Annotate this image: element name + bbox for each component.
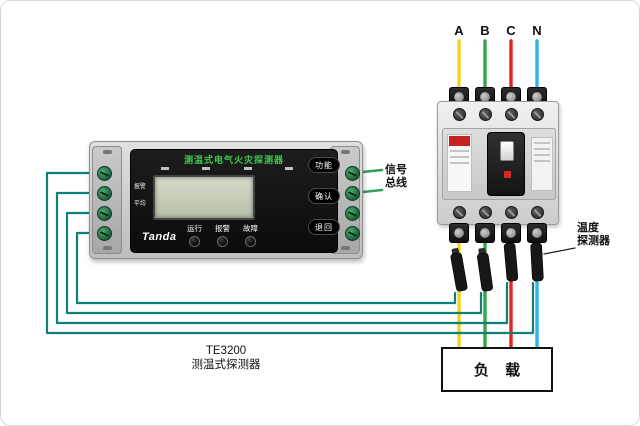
confirm-button: 确认 — [308, 188, 340, 204]
alarm-led — [217, 236, 228, 247]
breaker-face — [442, 128, 556, 200]
sensor-bus-wire-4 — [75, 231, 457, 305]
mounting-notch — [103, 150, 112, 154]
temp-detector-annotation: 温度 探测器 — [577, 222, 610, 248]
breaker-screw — [479, 206, 492, 219]
sensor-bus-wire-1 — [45, 171, 535, 335]
status-fault: 故障 — [243, 223, 258, 247]
breaker-body — [437, 101, 559, 225]
rating-plate-band — [449, 136, 470, 146]
mounting-notch — [341, 150, 350, 154]
temp-sensor-leader-line — [543, 247, 576, 255]
breaker-bottom-lug — [475, 223, 495, 243]
status-run-label: 运行 — [187, 224, 202, 233]
breaker-bottom-lug — [501, 223, 521, 243]
terminal-marks — [161, 167, 293, 170]
terminal-mark — [284, 167, 293, 170]
detector-title: 测温式电气火灾探测器 — [183, 155, 284, 165]
terminal-mark — [161, 167, 169, 170]
bus-terminal-1 — [345, 166, 360, 181]
temperature-sensor — [530, 237, 544, 282]
status-alarm-label: 报警 — [215, 224, 230, 233]
bus-terminal-2 — [345, 186, 360, 201]
temp-detector-line2: 探测器 — [577, 235, 610, 247]
breaker-screw — [531, 108, 544, 121]
lcd-side-label: 报警 — [134, 183, 146, 190]
sensor-terminal-4 — [97, 226, 112, 241]
temperature-sensor — [503, 237, 519, 282]
temp-detector-line1: 温度 — [577, 222, 599, 234]
phase-label-b: B — [480, 23, 490, 38]
spec-plate-text-line — [534, 148, 550, 150]
breaker-bottom-lug — [449, 223, 469, 243]
signal-bus-annotation: 信号 总线 — [385, 164, 407, 190]
status-run: 运行 — [187, 223, 202, 247]
back-button: 退回 — [308, 219, 340, 235]
phase-label-c: C — [506, 23, 516, 38]
load-box: 负 载 — [441, 347, 553, 392]
spec-plate-text-line — [534, 142, 550, 144]
phase-label-a: A — [454, 23, 464, 38]
terminal-mark — [243, 167, 252, 170]
bus-terminal-4 — [345, 226, 360, 241]
breaker-rating-plate — [447, 134, 472, 192]
spec-plate-text-line — [534, 154, 550, 156]
sensor-bus-wire-3 — [65, 211, 483, 315]
breaker-bottom-lug — [527, 223, 547, 243]
sensor-terminal-2 — [97, 186, 112, 201]
rating-plate-text-line — [450, 156, 469, 158]
phase-label-n: N — [532, 23, 542, 38]
lcd-side-labels: 报警 平均 — [134, 180, 147, 207]
breaker-handle — [500, 141, 514, 161]
rating-plate-text-line — [450, 162, 469, 164]
sensor-terminal-1 — [97, 166, 112, 181]
lcd-side-label: 平均 — [134, 200, 146, 207]
device-name: 测温式探测器 — [191, 359, 261, 371]
device-model: TE3200 — [205, 345, 247, 357]
breaker-screw — [505, 206, 518, 219]
breaker-indicator — [504, 171, 511, 178]
breaker-screw — [479, 108, 492, 121]
detector-front-panel: 测温式电气火灾探测器 报警 平均 运行 报警 — [130, 149, 340, 253]
breaker-screw — [531, 206, 544, 219]
brand-logo: Tanda — [142, 231, 177, 243]
temperature-sensor — [450, 247, 468, 292]
sensor-bus-wire-2 — [55, 191, 509, 325]
circuit-breaker — [437, 87, 559, 243]
status-indicator-row: 运行 报警 故障 — [187, 223, 258, 247]
breaker-spec-plate — [531, 137, 553, 191]
function-button: 功能 — [308, 157, 340, 173]
sensor-terminal-3 — [97, 206, 112, 221]
mounting-notch — [103, 246, 112, 250]
breaker-toggle-switch — [487, 132, 525, 196]
temperature-detector-unit: 测温式电气火灾探测器 报警 平均 运行 报警 — [89, 141, 363, 259]
run-led — [189, 236, 200, 247]
spec-plate-text-line — [534, 160, 550, 162]
breaker-screw — [453, 206, 466, 219]
temperature-sensor — [477, 247, 493, 292]
lcd-display — [153, 175, 255, 220]
breaker-screw — [505, 108, 518, 121]
rating-plate-text-line — [450, 150, 469, 152]
fault-led — [245, 236, 256, 247]
mounting-notch — [341, 246, 350, 250]
breaker-screw — [453, 108, 466, 121]
terminal-mark — [202, 167, 211, 170]
bus-terminal-3 — [345, 206, 360, 221]
status-fault-label: 故障 — [243, 224, 258, 233]
device-caption: TE3200 测温式探测器 — [161, 344, 291, 372]
status-alarm: 报警 — [215, 223, 230, 247]
signal-bus-line1: 信号 — [385, 164, 407, 176]
signal-bus-line2: 总线 — [385, 177, 407, 189]
